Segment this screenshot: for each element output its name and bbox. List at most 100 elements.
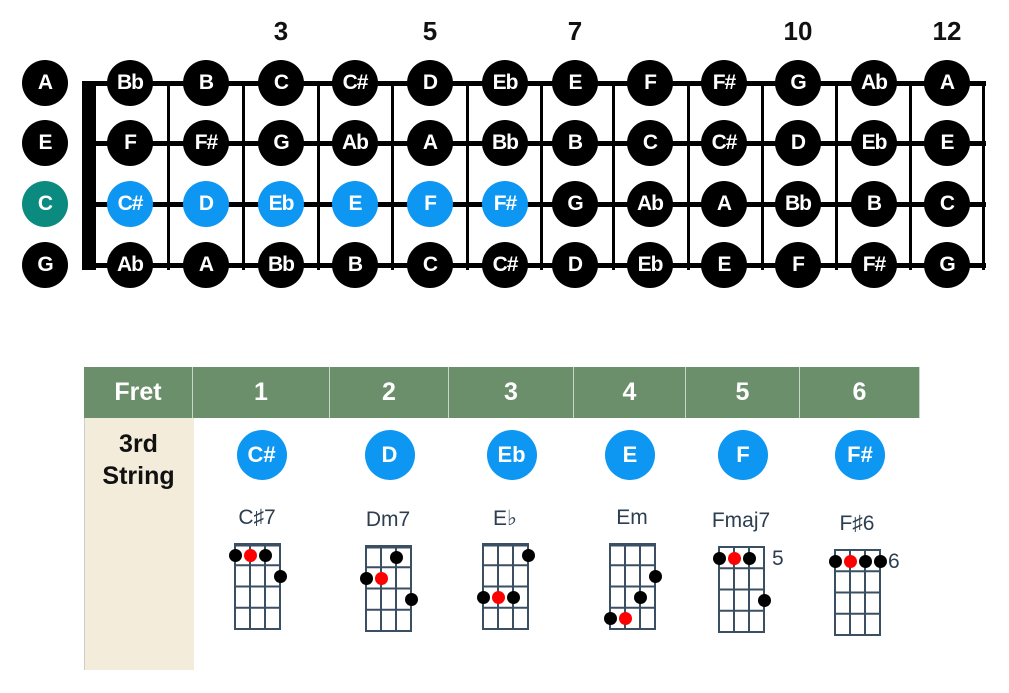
fret-line bbox=[982, 81, 985, 270]
root-finger-dot bbox=[844, 554, 857, 568]
note-marker: D bbox=[407, 60, 453, 106]
finger-dot bbox=[829, 554, 842, 568]
note-marker: E bbox=[701, 242, 747, 288]
table-header-fret-1: 1 bbox=[193, 367, 330, 418]
fret-line bbox=[466, 81, 469, 270]
note-marker: D bbox=[775, 120, 821, 166]
row-label-line1: 3rd bbox=[119, 430, 158, 458]
fret-line bbox=[909, 81, 912, 270]
note-marker: F bbox=[775, 242, 821, 288]
note-marker: C# bbox=[107, 181, 153, 227]
finger-dot bbox=[758, 594, 771, 608]
note-marker: G bbox=[552, 181, 598, 227]
finger-dot bbox=[229, 548, 242, 562]
string-note-E: E bbox=[605, 430, 655, 480]
note-marker: C bbox=[924, 181, 970, 227]
chord-diagram bbox=[829, 549, 887, 636]
chord-grid bbox=[609, 543, 656, 630]
chord-name: Fmaj7 bbox=[711, 509, 771, 532]
note-marker: E bbox=[552, 60, 598, 106]
note-marker: F bbox=[107, 120, 153, 166]
fret-line bbox=[612, 81, 615, 270]
open-string-A: A bbox=[22, 60, 68, 106]
string-line bbox=[82, 141, 986, 146]
fret-line bbox=[687, 81, 690, 270]
finger-dot bbox=[874, 554, 887, 568]
note-marker: Eb bbox=[482, 60, 528, 106]
note-marker: C bbox=[627, 120, 673, 166]
string-line bbox=[82, 263, 986, 268]
string-note-F: F bbox=[718, 430, 768, 480]
fret-marker-3: 3 bbox=[273, 16, 289, 46]
finger-dot bbox=[507, 591, 520, 605]
finger-dot bbox=[477, 591, 490, 605]
chord-diagram bbox=[604, 543, 662, 630]
finger-dot bbox=[274, 569, 287, 583]
fret-line bbox=[242, 81, 245, 270]
open-string-G: G bbox=[22, 242, 68, 288]
note-marker: Bb bbox=[775, 181, 821, 227]
note-marker: G bbox=[924, 242, 970, 288]
note-marker: G bbox=[258, 120, 304, 166]
table-header-fret-5: 5 bbox=[686, 367, 800, 418]
chord-name: Dm7 bbox=[365, 508, 411, 531]
chord-grid bbox=[365, 545, 412, 632]
finger-dot bbox=[259, 548, 272, 562]
string-line bbox=[82, 81, 986, 86]
fret-marker-5: 5 bbox=[422, 16, 438, 46]
note-marker: D bbox=[552, 242, 598, 288]
finger-dot bbox=[634, 591, 647, 605]
note-marker: Eb bbox=[258, 181, 304, 227]
fret-line bbox=[835, 81, 838, 270]
finger-dot bbox=[360, 571, 373, 585]
root-finger-dot bbox=[728, 551, 741, 565]
note-marker: A bbox=[924, 60, 970, 106]
note-marker: F# bbox=[482, 181, 528, 227]
note-marker: D bbox=[183, 181, 229, 227]
note-marker: E bbox=[924, 120, 970, 166]
open-string-E: E bbox=[22, 120, 68, 166]
note-marker: B bbox=[851, 181, 897, 227]
chord-grid bbox=[482, 543, 529, 630]
note-marker: B bbox=[183, 60, 229, 106]
table-header-fret-2: 2 bbox=[330, 367, 449, 418]
note-marker: Bb bbox=[258, 242, 304, 288]
note-marker: Bb bbox=[482, 120, 528, 166]
note-marker: F bbox=[407, 181, 453, 227]
root-finger-dot bbox=[492, 591, 505, 605]
table-header-fret-6: 6 bbox=[800, 367, 920, 418]
finger-dot bbox=[405, 593, 418, 607]
table-header-fret: Fret bbox=[84, 367, 193, 418]
string-note-D: D bbox=[364, 430, 415, 480]
chord-name: F♯6 bbox=[839, 512, 875, 535]
finger-dot bbox=[743, 551, 756, 565]
chord-diagram bbox=[477, 543, 535, 630]
table-header-fret-4: 4 bbox=[574, 367, 686, 418]
string-note-F#: F# bbox=[835, 430, 885, 480]
fret-line bbox=[761, 81, 764, 270]
note-marker: F# bbox=[701, 60, 747, 106]
string-line bbox=[82, 202, 986, 207]
open-string-C: C bbox=[22, 181, 68, 227]
note-marker: Bb bbox=[107, 60, 153, 106]
note-marker: Ab bbox=[332, 120, 378, 166]
note-marker: G bbox=[775, 60, 821, 106]
note-marker: A bbox=[183, 242, 229, 288]
row-label-cell bbox=[84, 418, 194, 670]
note-marker: A bbox=[407, 120, 453, 166]
note-marker: C bbox=[258, 60, 304, 106]
finger-dot bbox=[390, 550, 403, 564]
chord-name: E♭ bbox=[493, 507, 517, 530]
note-marker: F bbox=[627, 60, 673, 106]
finger-dot bbox=[859, 554, 872, 568]
note-marker: A bbox=[701, 181, 747, 227]
note-marker: C# bbox=[701, 120, 747, 166]
chord-name: Em bbox=[616, 506, 648, 529]
finger-dot bbox=[649, 569, 662, 583]
chord-diagram bbox=[229, 543, 287, 630]
note-marker: C# bbox=[482, 242, 528, 288]
finger-dot bbox=[522, 548, 535, 562]
root-finger-dot bbox=[244, 548, 257, 562]
fret-position-label: 5 bbox=[772, 547, 784, 570]
note-marker: Ab bbox=[627, 181, 673, 227]
